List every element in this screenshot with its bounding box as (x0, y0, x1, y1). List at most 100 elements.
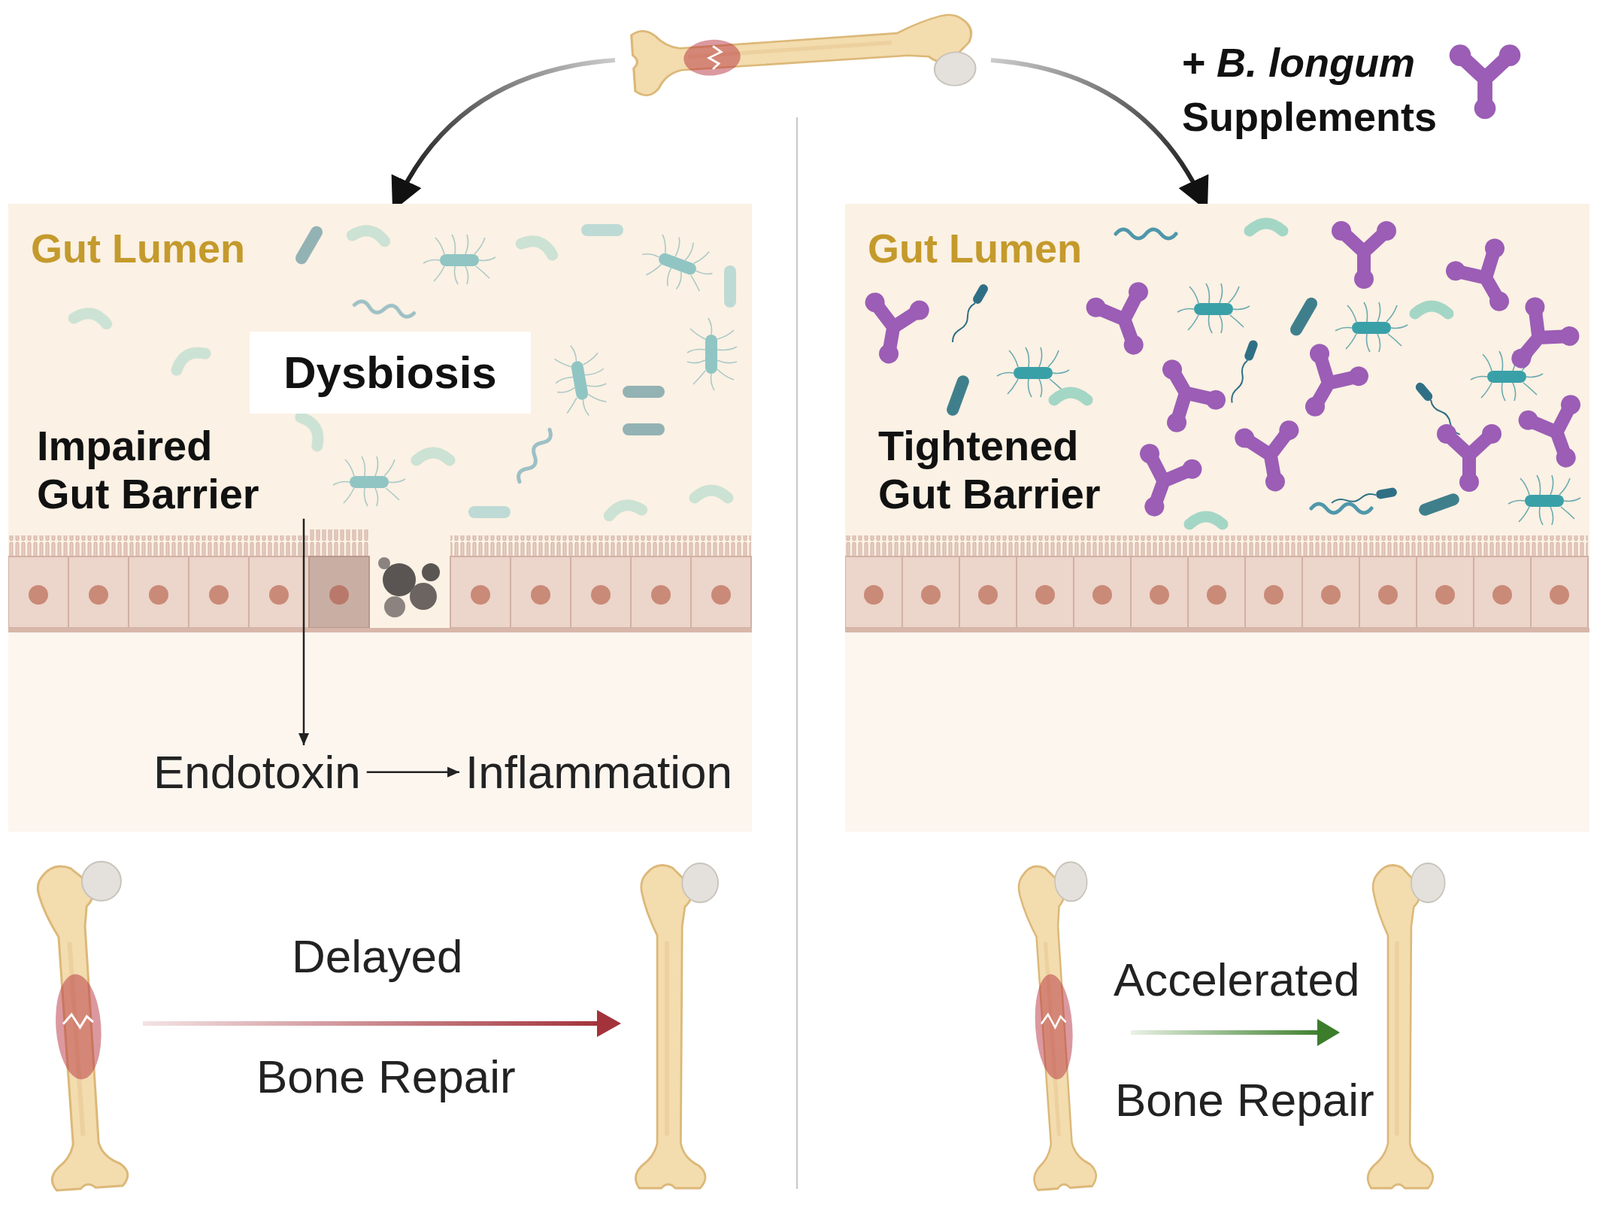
bacterium (354, 300, 416, 318)
bacterium (351, 227, 386, 241)
nucleus (1492, 584, 1513, 605)
fracture-crack (708, 45, 723, 70)
species-name: B. longum (1216, 39, 1416, 86)
bifidobacterium (1120, 441, 1205, 528)
nucleus (1435, 584, 1455, 605)
nucleus (1035, 584, 1055, 605)
bacterium (73, 310, 108, 324)
nucleus (209, 584, 229, 605)
fracture-crack (1040, 1012, 1067, 1028)
epithelial-cell (8, 556, 69, 628)
epithelial-cell (1473, 556, 1531, 628)
gut-lumen-panel-text: Gut Lumen (30, 224, 246, 272)
microvilli (450, 535, 752, 557)
nucleus (590, 584, 611, 605)
nucleus (1378, 584, 1398, 605)
bacterium (549, 340, 612, 421)
branch-arrow (396, 60, 616, 202)
bifidobacterium (1331, 221, 1397, 289)
bifidobacterium (1515, 392, 1590, 479)
microvilli (8, 535, 310, 557)
bacterium (423, 234, 496, 285)
nucleus (148, 584, 169, 605)
repair-label: Bone Repair (1115, 1072, 1375, 1127)
bacterium (521, 236, 555, 255)
epithelial-cell (959, 556, 1017, 628)
bacterium (1115, 229, 1176, 239)
bacterium (1508, 475, 1581, 525)
nucleus (711, 584, 731, 605)
epithelium (8, 529, 752, 633)
dysbiosis-box: Dysbiosis (249, 331, 531, 414)
fractured-femur-top (630, 8, 977, 109)
barrier-label: Tightened Gut Barrier (872, 421, 1204, 519)
nucleus (863, 584, 884, 605)
debris (409, 582, 437, 610)
repair-label-wrap: Bone Repair (256, 1049, 516, 1104)
bifidobacterium (1281, 339, 1372, 431)
epithelial-cell (690, 556, 752, 628)
bacterium (1311, 503, 1372, 513)
basement-membrane (8, 627, 752, 633)
epithelial-cell (845, 556, 903, 628)
epithelial-cell (1416, 556, 1474, 628)
bacterium (694, 490, 728, 498)
bacterium (416, 452, 450, 461)
nucleus (921, 584, 941, 605)
balanced-bacteria (854, 221, 1590, 528)
supplement-label: Supplements (1181, 93, 1437, 140)
dysbiosis-illustration (8, 203, 752, 832)
connector-layer (8, 203, 752, 832)
epithelial-cell (1530, 556, 1588, 628)
branch-arrow (990, 60, 1204, 202)
healed-femur (635, 863, 719, 1188)
bacterium (1330, 487, 1398, 508)
epithelial-cell (1245, 556, 1303, 628)
bifidobacterium (1083, 279, 1168, 366)
repair-label: Delayed (291, 929, 463, 983)
epithelial-cell (1302, 556, 1360, 628)
repair-label: Bone Repair (256, 1049, 516, 1104)
fractured-femur (1012, 860, 1109, 1191)
nucleus (88, 584, 109, 605)
epithelial-cell (248, 556, 310, 628)
bacterium (687, 318, 737, 391)
epithelial-cell (510, 556, 571, 628)
nucleus (28, 584, 49, 605)
accelerated-arrowhead (1317, 1018, 1340, 1046)
epithelial-cell (1187, 556, 1246, 628)
lamina-ground (8, 632, 752, 832)
fracture-crack (62, 1012, 94, 1029)
epithelial-cell (570, 556, 631, 628)
bacterium (608, 502, 643, 516)
nucleus (1263, 584, 1284, 605)
plus-sign: + (1181, 39, 1207, 86)
healthy-gut-illustration (845, 203, 1590, 832)
flow-arrow (366, 770, 460, 773)
bacterium (1227, 339, 1259, 405)
bacterium (724, 265, 737, 308)
bacterium (1249, 223, 1283, 231)
fracture-bruise (1031, 972, 1076, 1081)
fracture-bruise (682, 37, 743, 78)
bacterium (1054, 392, 1088, 400)
microvilli (309, 529, 370, 557)
fractured-femur (30, 860, 143, 1191)
bacterium (1177, 283, 1250, 334)
nucleus (470, 584, 491, 605)
femur (1367, 863, 1445, 1188)
bacterium (333, 456, 406, 507)
bacterium (1415, 306, 1449, 314)
barrier-label-text: Tightened Gut Barrier (878, 421, 1119, 519)
repair-label-wrap: Bone Repair (1115, 1072, 1375, 1127)
bacterium (948, 282, 990, 345)
epithelium (845, 535, 1590, 633)
nucleus (1092, 584, 1113, 605)
nucleus (1149, 584, 1170, 605)
epithelial-cell (450, 556, 511, 628)
femur (30, 860, 143, 1191)
nucleus (1321, 584, 1341, 605)
bacterium (293, 224, 325, 267)
inflammation-node: Inflammation (459, 745, 739, 799)
